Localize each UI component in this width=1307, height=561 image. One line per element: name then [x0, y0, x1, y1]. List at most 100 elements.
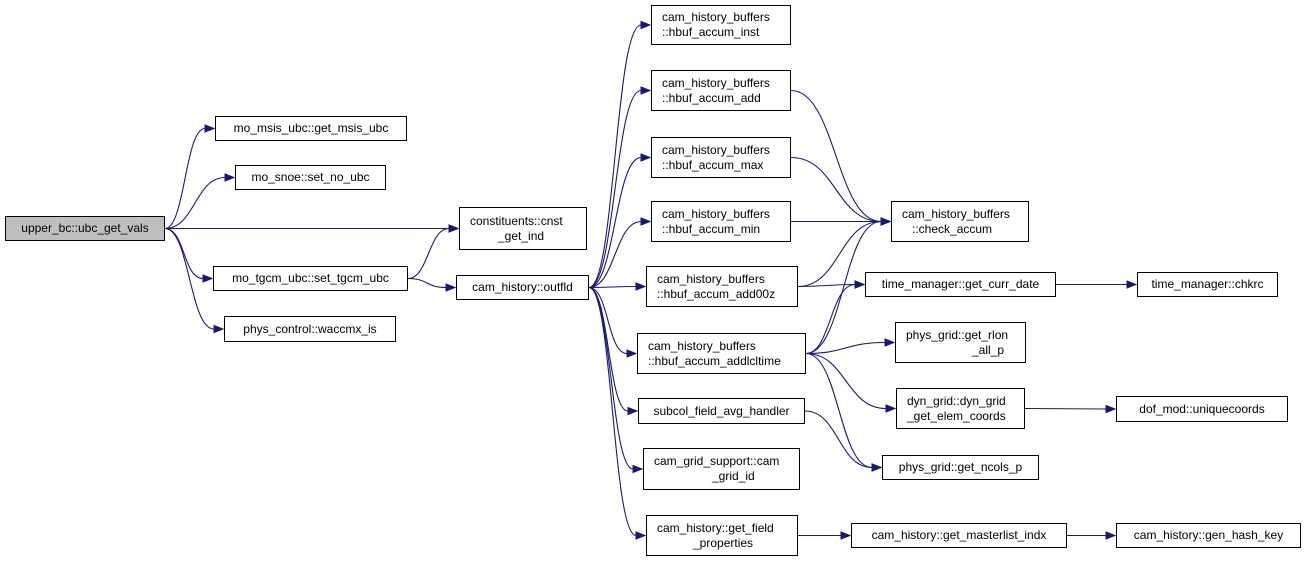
node-mo-tgcm-ubc-set-tgcm-ubc[interactable]: mo_tgcm_ubc::set_tgcm_ubc	[213, 266, 408, 291]
edge-outfld-to-subcol	[588, 286, 629, 412]
node-time-manager-chkrc[interactable]: time_manager::chkrc	[1137, 272, 1278, 297]
node-label: phys_grid::get_rlon	[906, 327, 1009, 342]
node-label: cam_history_buffers	[662, 142, 770, 157]
node-label: cam_history_buffers	[648, 338, 756, 353]
node-cam-history-gen-hash-key[interactable]: cam_history::gen_hash_key	[1116, 523, 1301, 548]
edge-max-to-check	[790, 156, 882, 223]
arrowhead-outfld-to-camgrid	[632, 464, 644, 474]
edge-upper_bc-to-set_tgcm	[164, 227, 204, 280]
edge-addlcl-to-elem	[805, 352, 887, 410]
node-hbuf-accum-add[interactable]: cam_history_buffers ::hbuf_accum_add	[651, 70, 791, 111]
node-hbuf-accum-min[interactable]: cam_history_buffers ::hbuf_accum_min	[651, 201, 791, 242]
node-label: cam_history_buffers	[662, 10, 770, 24]
arrowhead-getfield-to-master	[840, 531, 852, 540]
node-label: cam_history_buffers	[662, 206, 770, 221]
node-constituents-cnst-get-ind[interactable]: constituents::cnst _get_ind	[459, 207, 587, 250]
edge-set_tgcm-to-cnst	[407, 227, 450, 280]
node-label: _all_p	[972, 342, 1005, 357]
edge-add00z-to-check	[797, 220, 882, 288]
node-cam-history-outfld[interactable]: cam_history::outfld	[456, 275, 589, 300]
arrowhead-outfld-to-min	[640, 217, 652, 226]
node-label: cam_history::outfld	[472, 280, 573, 294]
node-label: time_manager::chkrc	[1151, 277, 1264, 291]
node-label: cam_history_buffers	[662, 75, 770, 90]
node-label: ::hbuf_accum_add	[662, 90, 761, 105]
node-label: ::hbuf_accum_add00z	[657, 286, 776, 301]
edge-upper_bc-to-get_msis	[164, 127, 206, 230]
arrowhead-outfld-to-max	[640, 153, 652, 162]
node-phys-grid-get-rlon-all-p[interactable]: phys_grid::get_rlon _all_p	[895, 322, 1026, 363]
node-label: _properties	[693, 535, 754, 550]
node-cam-grid-support-cam-grid-id[interactable]: cam_grid_support::cam _grid_id	[643, 448, 800, 490]
node-label: _get_ind	[498, 228, 545, 243]
arrowhead-set_tgcm-to-outfld	[445, 283, 457, 292]
node-mo-snoe-set-no-ubc[interactable]: mo_snoe::set_no_ubc	[235, 165, 386, 190]
node-label: mo_tgcm_ubc::set_tgcm_ubc	[232, 271, 389, 285]
node-hbuf-accum-addlcltime[interactable]: cam_history_buffers ::hbuf_accum_addlclt…	[637, 333, 806, 374]
node-label: cam_history::get_field	[657, 520, 774, 535]
arrowhead-set_tgcm-to-cnst	[448, 224, 460, 233]
edge-addlcl-to-ncols	[805, 352, 873, 469]
edge-outfld-to-addlcl	[588, 286, 628, 355]
arrowhead-addlcl-to-check	[880, 217, 892, 226]
node-label: ::hbuf_accum_addlcltime	[648, 353, 781, 368]
node-label: time_manager::get_curr_date	[881, 277, 1040, 291]
edge-add-to-check	[790, 89, 882, 223]
node-hbuf-accum-max[interactable]: cam_history_buffers ::hbuf_accum_max	[651, 137, 791, 178]
node-label: cam_grid_support::cam	[654, 454, 780, 468]
node-cam-history-buffers-check-accum[interactable]: cam_history_buffers ::check_accum	[891, 201, 1029, 242]
node-label: ::hbuf_accum_max	[662, 157, 764, 172]
edge-set_tgcm-to-outfld	[407, 277, 447, 289]
node-label: cam_history_buffers	[902, 206, 1010, 221]
node-label: ::check_accum	[912, 221, 993, 236]
node-mo-msis-ubc-get-msis-ubc[interactable]: mo_msis_ubc::get_msis_ubc	[215, 116, 407, 141]
node-label: upper_bc::ubc_get_vals	[21, 221, 149, 235]
node-upper-bc-ubc-get-vals[interactable]: upper_bc::ubc_get_vals	[5, 216, 165, 241]
edge-outfld-to-min	[588, 220, 642, 289]
node-cam-history-get-field-properties[interactable]: cam_history::get_field _properties	[646, 515, 798, 556]
arrowhead-outfld-to-add00z	[635, 282, 647, 291]
edge-outfld-to-getfield	[588, 286, 637, 537]
edge-upper_bc-to-set_no	[164, 176, 226, 230]
edge-addlcl-to-check	[805, 220, 882, 355]
node-subcol-field-avg-handler[interactable]: subcol_field_avg_handler	[638, 398, 805, 424]
arrowhead-outfld-to-subcol	[627, 406, 639, 416]
edge-upper_bc-to-waccmx	[164, 227, 215, 330]
node-label: mo_msis_ubc::get_msis_ubc	[233, 121, 389, 135]
node-label: phys_control::waccmx_is	[243, 321, 377, 336]
arrowhead-upper_bc-to-waccmx	[213, 324, 225, 334]
edge-add00z-to-currdate	[797, 283, 856, 288]
arrowhead-addlcl-to-elem	[885, 404, 897, 413]
arrowhead-upper_bc-to-set_tgcm	[202, 274, 214, 283]
node-time-manager-get-curr-date[interactable]: time_manager::get_curr_date	[865, 272, 1056, 297]
edge-elem-to-unique	[1024, 407, 1107, 410]
node-dof-mod-uniquecoords[interactable]: dof_mod::uniquecoords	[1116, 396, 1288, 422]
node-hbuf-accum-inst[interactable]: cam_history_buffers ::hbuf_accum_inst	[651, 5, 791, 45]
node-label: _grid_id	[712, 469, 755, 483]
node-cam-history-get-masterlist-indx[interactable]: cam_history::get_masterlist_indx	[851, 523, 1067, 548]
node-phys-control-waccmx-is[interactable]: phys_control::waccmx_is	[224, 316, 396, 342]
arrowhead-outfld-to-add	[640, 86, 652, 95]
node-label: dof_mod::uniquecoords	[1139, 401, 1265, 416]
node-hbuf-accum-add00z[interactable]: cam_history_buffers ::hbuf_accum_add00z	[646, 266, 798, 307]
node-label: mo_snoe::set_no_ubc	[251, 170, 370, 184]
node-label: dyn_grid::dyn_grid	[907, 393, 1006, 408]
node-phys-grid-get-ncols-p[interactable]: phys_grid::get_ncols_p	[882, 455, 1039, 480]
arrowhead-elem-to-unique	[1105, 404, 1117, 414]
arrowhead-subcol-to-ncols	[871, 463, 883, 472]
node-label: _get_elem_coords	[907, 408, 1006, 423]
edge-outfld-to-max	[588, 156, 642, 289]
edge-outfld-to-add	[588, 89, 642, 289]
arrowhead-currdate-to-chkrc	[1126, 280, 1138, 289]
edge-addlcl-to-rlon	[805, 341, 886, 355]
node-label: ::hbuf_accum_inst	[662, 25, 760, 39]
node-label: constituents::cnst	[470, 213, 563, 228]
arrowhead-outfld-to-inst	[640, 20, 652, 30]
edge-outfld-to-add00z	[588, 285, 637, 289]
node-dyn-grid-get-elem-coords[interactable]: dyn_grid::dyn_grid _get_elem_coords	[896, 388, 1025, 429]
node-label: cam_history_buffers	[657, 271, 765, 286]
edge-outfld-to-inst	[588, 24, 642, 289]
node-label: subcol_field_avg_handler	[653, 403, 790, 418]
arrowhead-outfld-to-getfield	[635, 531, 647, 540]
